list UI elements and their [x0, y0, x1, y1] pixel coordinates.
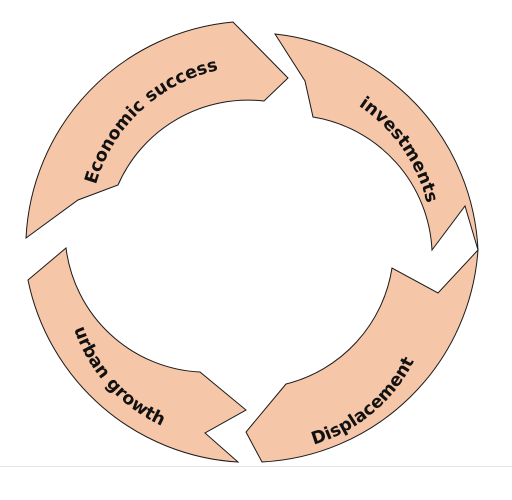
segment-arrow-shape	[27, 247, 247, 463]
segment-arrow-shape	[274, 33, 479, 252]
segment-arrow-shape	[245, 248, 479, 463]
cycle-diagram: Economic success investments Displacemen…	[25, 21, 479, 463]
cycle-segment-investments: investments	[274, 33, 479, 252]
cycle-segment-displacement: Displacement	[245, 248, 479, 463]
bottom-divider	[0, 466, 512, 467]
segment-arrow-shape	[25, 21, 289, 240]
cycle-segment-economic-success: Economic success	[25, 21, 289, 240]
cycle-segment-urban-growth: urban growth	[27, 247, 247, 463]
